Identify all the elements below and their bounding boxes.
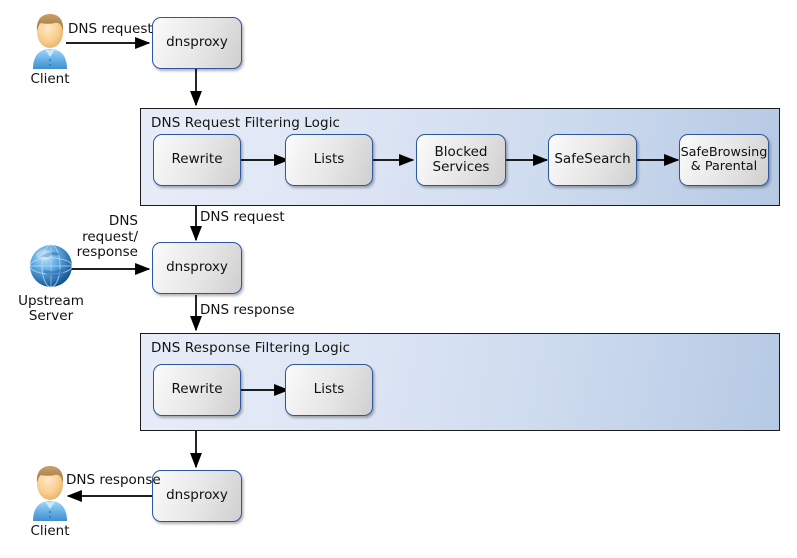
edge-label-proxy-to-client: DNS response [66,472,161,488]
user-icon [33,466,67,521]
node-label: Rewrite [171,381,223,398]
node-label: Rewrite [171,151,223,168]
node-blocked-services[interactable]: Blocked Services [416,134,506,186]
node-label: dnsproxy [166,487,228,504]
node-label: Blocked Services [432,143,490,175]
node-dnsproxy-bottom[interactable]: dnsproxy [152,470,242,522]
node-label: SafeSearch [554,151,631,168]
actor-caption-upstream: Upstream Server [18,293,84,325]
node-label: Lists [313,381,345,398]
actor-client-top: Client [10,12,90,87]
group-dns-response-filtering: DNS Response Filtering Logic [140,333,780,431]
node-lists-request[interactable]: Lists [285,134,373,186]
node-safebrowsing-parental[interactable]: SafeBrowsing & Parental [679,134,769,186]
group-title-response: DNS Response Filtering Logic [151,340,351,356]
node-label: dnsproxy [166,259,228,276]
edge-label-client-to-proxy: DNS request [68,21,153,37]
node-rewrite-request[interactable]: Rewrite [153,134,241,186]
edge-label-proxy-to-request-filter: DNS request [200,209,285,225]
node-dnsproxy-top[interactable]: dnsproxy [152,17,242,69]
node-safesearch[interactable]: SafeSearch [548,134,637,186]
node-lists-response[interactable]: Lists [285,364,373,416]
node-label: SafeBrowsing & Parental [680,144,768,174]
edge-label-proxy-to-response-filter: DNS response [200,302,295,318]
actor-caption-client-bottom: Client [30,523,70,539]
node-label: dnsproxy [166,34,228,51]
edge-label-upstream-exchange: DNS request/ response [76,213,138,261]
actor-caption-client-top: Client [30,71,70,87]
user-icon [33,14,67,69]
group-title-request: DNS Request Filtering Logic [151,115,341,131]
node-dnsproxy-middle[interactable]: dnsproxy [152,242,242,294]
actor-client-bottom: Client [10,464,90,539]
node-label: Lists [313,151,345,168]
node-rewrite-response[interactable]: Rewrite [153,364,241,416]
